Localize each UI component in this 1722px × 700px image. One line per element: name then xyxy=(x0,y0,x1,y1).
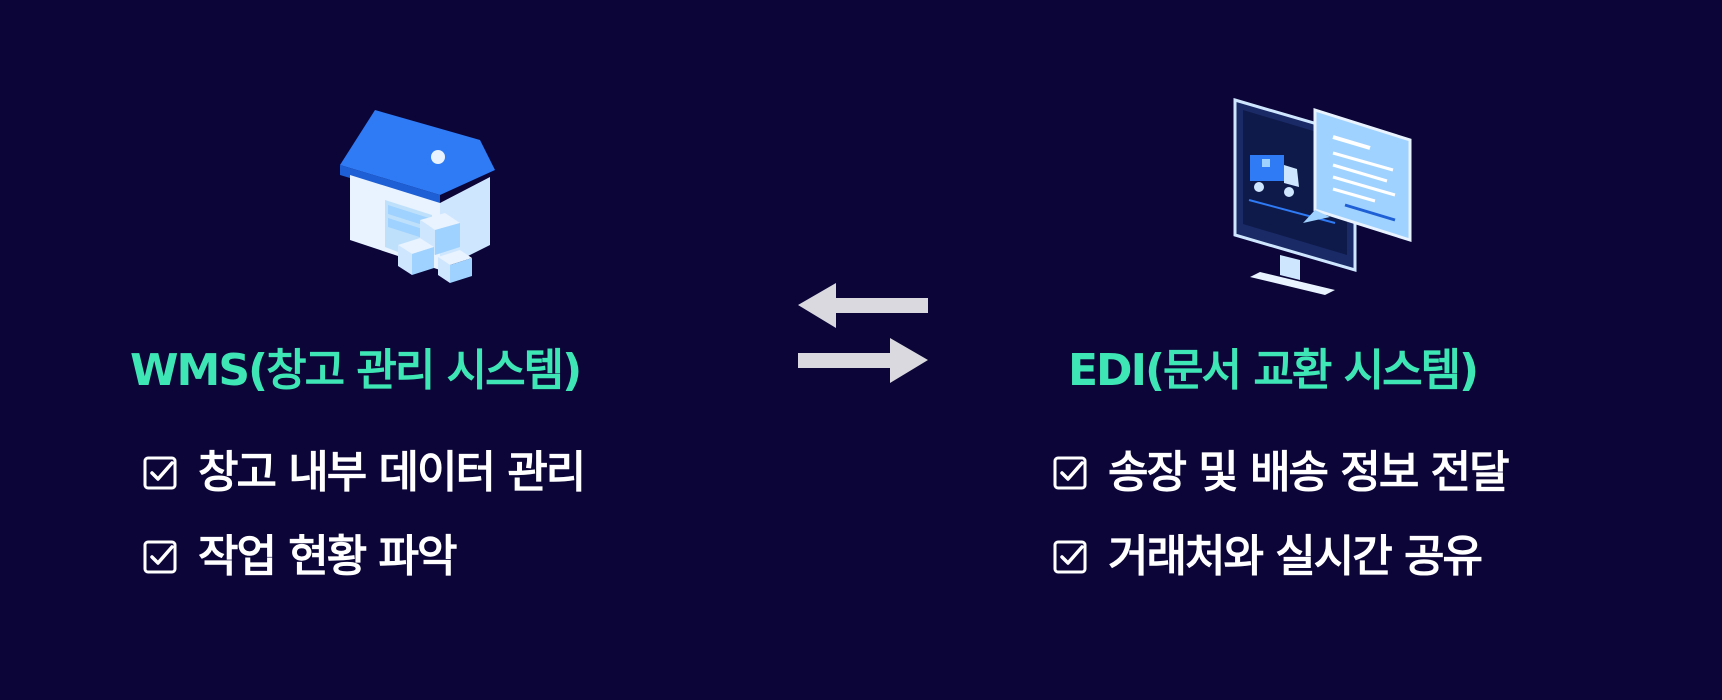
checkbox-icon xyxy=(143,456,177,490)
checkbox-icon xyxy=(1053,540,1087,574)
wms-feature-list: 창고 내부 데이터 관리 작업 현황 파악 xyxy=(142,447,586,616)
feature-text: 창고 내부 데이터 관리 xyxy=(198,447,586,498)
warehouse-icon xyxy=(320,95,520,295)
checkbox-icon xyxy=(1053,456,1087,490)
list-item: 송장 및 배송 정보 전달 xyxy=(1052,447,1510,498)
list-item: 창고 내부 데이터 관리 xyxy=(142,447,586,498)
exchange-arrows-icon xyxy=(798,278,928,388)
edi-panel: EDI(문서 교환 시스템) 송장 및 배송 정보 전달 거래처와 실시간 공유 xyxy=(1000,0,1640,700)
monitor-document-icon xyxy=(1225,95,1425,295)
feature-text: 거래처와 실시간 공유 xyxy=(1108,531,1483,582)
feature-text: 작업 현황 파악 xyxy=(198,531,458,582)
wms-title: WMS(창고 관리 시스템) xyxy=(130,345,582,396)
edi-feature-list: 송장 및 배송 정보 전달 거래처와 실시간 공유 xyxy=(1052,447,1510,616)
checkbox-icon xyxy=(143,540,177,574)
edi-title: EDI(문서 교환 시스템) xyxy=(1068,345,1479,396)
feature-text: 송장 및 배송 정보 전달 xyxy=(1108,447,1510,498)
list-item: 거래처와 실시간 공유 xyxy=(1052,532,1508,582)
wms-panel: WMS(창고 관리 시스템) 창고 내부 데이터 관리 작업 현황 파악 xyxy=(120,0,740,700)
list-item: 작업 현황 파악 xyxy=(142,532,584,582)
